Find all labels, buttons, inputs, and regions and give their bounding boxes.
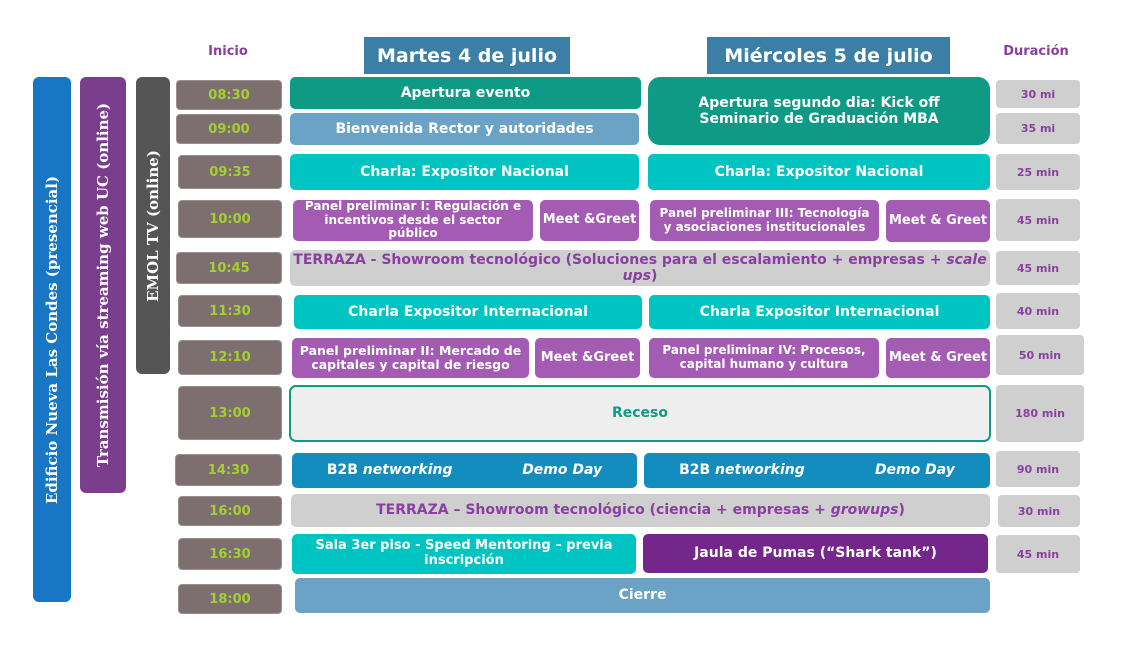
time-slot: 12:10 (178, 340, 282, 375)
meet-greet-day2: Meet & Greet (886, 200, 990, 242)
venue-label: Edificio Nueva Las Condes (presencial) (43, 175, 61, 504)
venue-bar: Edificio Nueva Las Condes (presencial) (33, 77, 71, 602)
time-slot: 10:45 (176, 252, 282, 284)
b2b-demo-day1: B2B networking Demo Day (292, 453, 637, 488)
duration-slot: 180 min (996, 385, 1084, 442)
cierre-session: Cierre (295, 578, 990, 613)
terraza2-italic: growups (830, 502, 899, 519)
duration-slot: 40 min (996, 293, 1080, 329)
day2-header: Miércoles 5 de julio (707, 37, 950, 74)
demo-day-label: Demo Day (874, 462, 955, 479)
time-slot: 16:00 (178, 496, 282, 526)
duration-slot: 45 min (996, 199, 1080, 241)
panel2-session: Panel preliminar II: Mercado de capitale… (292, 338, 529, 378)
charla-nacional-day1: Charla: Expositor Nacional (290, 154, 639, 190)
time-slot: 09:00 (176, 114, 282, 144)
duration-slot: 25 min (996, 154, 1080, 190)
terraza1-text: TERRAZA - Showroom tecnológico (Solucion… (293, 251, 947, 268)
panel4-session: Panel preliminar IV: Procesos, capital h… (649, 338, 879, 378)
bienvenida-session: Bienvenida Rector y autoridades (290, 113, 639, 145)
time-slot: 16:30 (178, 538, 282, 570)
b2b-label: B2B networking (679, 462, 805, 479)
charla-nacional-day2: Charla: Expositor Nacional (648, 154, 990, 190)
streaming-label: Transmisión vía streaming web UC (online… (94, 102, 112, 468)
apertura-session: Apertura evento (290, 77, 641, 109)
time-slot: 13:00 (178, 386, 282, 440)
terraza2-session: TERRAZA – Showroom tecnológico (ciencia … (291, 494, 990, 527)
demo-day-label: Demo Day (522, 462, 603, 479)
terraza2-close: ) (898, 502, 905, 519)
time-slot: 08:30 (176, 80, 282, 110)
duration-slot: 35 mi (996, 113, 1080, 144)
b2b-label: B2B networking (326, 462, 453, 479)
time-slot: 09:35 (178, 155, 282, 189)
time-slot: 14:30 (175, 454, 282, 486)
streaming-bar: Transmisión vía streaming web UC (online… (80, 77, 126, 493)
terraza1-session: TERRAZA - Showroom tecnológico (Solucion… (290, 250, 990, 286)
day1-header: Martes 4 de julio (364, 37, 570, 74)
duration-slot: 30 mi (996, 80, 1080, 108)
time-slot: 11:30 (178, 295, 282, 327)
tv-bar: EMOL TV (online) (136, 77, 170, 374)
terraza2-text: TERRAZA – Showroom tecnológico (ciencia … (376, 502, 831, 519)
duration-slot: 30 min (998, 495, 1080, 527)
charla-internacional-day2: Charla Expositor Internacional (649, 295, 990, 329)
meet-greet-day1-b: Meet &Greet (535, 338, 640, 378)
duracion-header: Duración (1003, 44, 1069, 59)
duration-slot: 45 min (996, 535, 1080, 573)
apertura2-session: Apertura segundo dia: Kick off Seminario… (648, 77, 990, 145)
meet-greet-day1: Meet &Greet (540, 200, 639, 241)
charla-internacional-day1: Charla Expositor Internacional (294, 295, 642, 329)
time-slot: 18:00 (178, 584, 282, 614)
b2b-demo-day2: B2B networking Demo Day (644, 453, 990, 488)
inicio-header: Inicio (208, 44, 248, 59)
receso-session: Receso (289, 385, 991, 442)
panel3-session: Panel preliminar III: Tecnología y asoci… (650, 200, 879, 241)
meet-greet-day2-b: Meet & Greet (886, 338, 990, 378)
mentoring-session: Sala 3er piso - Speed Mentoring – previa… (292, 534, 636, 574)
duration-slot: 50 min (996, 335, 1084, 375)
tv-label: EMOL TV (online) (144, 149, 163, 302)
duration-slot: 90 min (996, 451, 1080, 487)
jaula-session: Jaula de Pumas (“Shark tank”) (643, 534, 988, 573)
duration-slot: 45 min (996, 251, 1080, 285)
terraza1-italic: scale ups (622, 251, 987, 284)
panel1-session: Panel preliminar I: Regulación e incenti… (293, 199, 533, 241)
time-slot: 10:00 (178, 200, 282, 238)
terraza1-close: ) (650, 268, 658, 284)
